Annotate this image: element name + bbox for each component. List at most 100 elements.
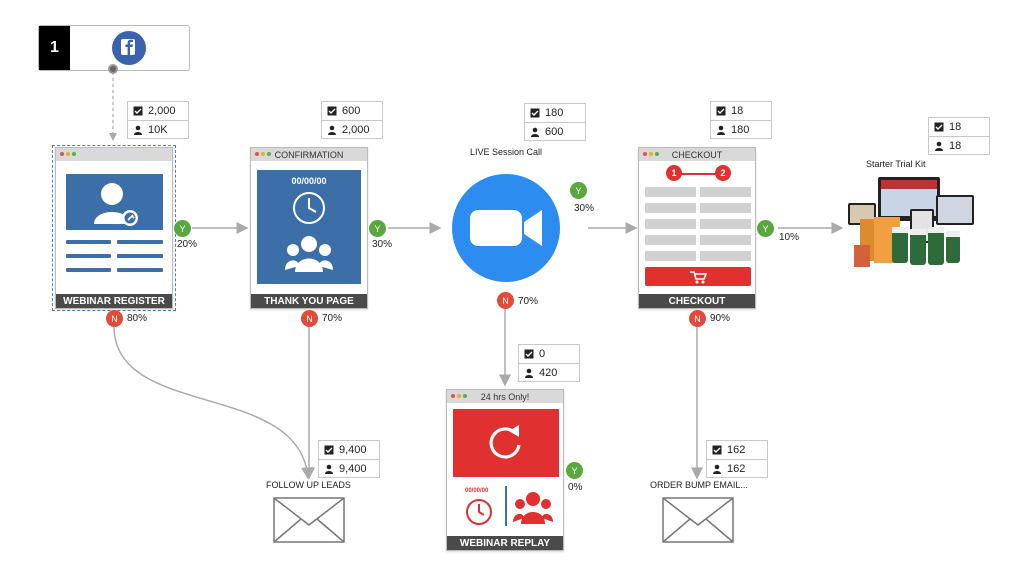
person-icon xyxy=(716,125,726,135)
window-bar: 24 hrs Only! xyxy=(447,390,563,403)
clicks-count: 2,000 xyxy=(148,105,176,117)
no-percent: 70% xyxy=(518,296,539,307)
card-title: CHECKOUT xyxy=(639,294,755,308)
video-camera-icon[interactable] xyxy=(452,174,560,282)
yes-badge[interactable]: Y xyxy=(757,220,774,237)
followup-stats: 9,400 9,400 xyxy=(318,440,380,478)
webinar-stats: 2,000 10K xyxy=(127,101,189,139)
checkout-card[interactable]: CHECKOUT 1 2 CHECKOUT xyxy=(638,147,756,309)
bar-title: CONFIRMATION xyxy=(274,149,344,160)
window-dots-icon xyxy=(255,152,271,156)
people-count: 162 xyxy=(727,462,746,475)
cart-icon xyxy=(645,267,751,286)
no-badge[interactable]: N xyxy=(301,310,318,327)
person-icon xyxy=(133,125,143,135)
clicks-count: 0 xyxy=(539,348,546,360)
product-bundle-image[interactable] xyxy=(846,175,976,273)
no-percent: 70% xyxy=(322,313,343,324)
step-number: 1 xyxy=(39,26,70,70)
email-envelope-icon[interactable] xyxy=(273,497,345,543)
no-badge[interactable]: N xyxy=(689,310,706,327)
thank-you-panel: 00/00/00 xyxy=(257,170,361,284)
person-icon xyxy=(324,464,334,474)
follow-up-label: FOLLOW UP LEADS xyxy=(266,480,351,490)
replay-stats: 0 420 xyxy=(518,344,580,382)
webinar-register-card[interactable]: WEBINAR REGISTER xyxy=(55,147,173,309)
people-count: 9,400 xyxy=(339,462,367,475)
people-count: 2,000 xyxy=(342,123,370,136)
step-1-badge: 1 xyxy=(666,165,682,181)
person-icon xyxy=(934,141,944,151)
people-count: 600 xyxy=(545,125,564,138)
group-icon xyxy=(285,236,333,272)
clicks-count: 162 xyxy=(727,444,746,456)
checkbox-icon xyxy=(530,108,540,118)
bar-title: CHECKOUT xyxy=(671,149,723,160)
source-connector-dot[interactable] xyxy=(108,64,118,74)
yes-badge[interactable]: Y xyxy=(174,220,191,237)
person-icon xyxy=(524,368,534,378)
card-title: WEBINAR REPLAY xyxy=(447,536,563,550)
webinar-replay-card[interactable]: 24 hrs Only! 00/00/00 WEBINAR REPLAY xyxy=(446,389,564,551)
no-badge[interactable]: N xyxy=(106,310,123,327)
clicks-count: 18 xyxy=(731,105,744,117)
thankyou-stats: 600 2,000 xyxy=(321,101,383,139)
checkbox-icon xyxy=(133,106,143,116)
step-line xyxy=(673,173,723,175)
group-icon xyxy=(513,492,553,524)
traffic-source-node[interactable]: 1 xyxy=(38,25,190,71)
date-label: 00/00/00 xyxy=(291,176,327,186)
checkbox-icon xyxy=(934,122,944,132)
card-title: THANK YOU PAGE xyxy=(251,294,367,308)
starter-trial-label: Starter Trial Kit xyxy=(866,159,926,169)
no-percent: 90% xyxy=(710,313,731,324)
person-icon xyxy=(530,127,540,137)
live-stats: 180 600 xyxy=(524,103,586,141)
trial-stats: 18 18 xyxy=(928,117,990,155)
yes-percent: 10% xyxy=(779,232,800,243)
card-title: WEBINAR REGISTER xyxy=(56,294,172,308)
facebook-icon xyxy=(112,31,146,65)
clock-icon xyxy=(293,192,325,224)
step-2-badge: 2 xyxy=(715,165,731,181)
window-bar xyxy=(56,148,172,161)
checkbox-icon xyxy=(716,106,726,116)
yes-percent: 0% xyxy=(568,482,583,493)
date-label: 00/00/00 xyxy=(465,488,489,494)
checkbox-icon xyxy=(712,445,722,455)
clicks-count: 9,400 xyxy=(339,444,367,456)
replay-icon xyxy=(453,409,559,477)
email-envelope-icon[interactable] xyxy=(662,497,734,543)
checkbox-icon xyxy=(324,445,334,455)
thank-you-page-card[interactable]: CONFIRMATION 00/00/00 THANK YOU PAGE xyxy=(250,147,368,309)
checkbox-icon xyxy=(327,106,337,116)
clicks-count: 600 xyxy=(342,105,361,117)
clicks-count: 18 xyxy=(949,121,962,133)
person-icon xyxy=(327,125,337,135)
yes-percent: 30% xyxy=(574,203,595,214)
yes-badge[interactable]: Y xyxy=(570,182,587,199)
people-count: 180 xyxy=(731,123,750,136)
people-count: 420 xyxy=(539,366,558,379)
yes-badge[interactable]: Y xyxy=(369,220,386,237)
window-dots-icon xyxy=(643,152,659,156)
yes-badge[interactable]: Y xyxy=(566,462,583,479)
no-percent: 80% xyxy=(127,313,148,324)
window-bar: CHECKOUT xyxy=(639,148,755,161)
user-key-icon xyxy=(66,174,163,230)
checkout-stats: 18 180 xyxy=(710,101,772,139)
no-badge[interactable]: N xyxy=(497,292,514,309)
divider xyxy=(505,486,507,526)
clicks-count: 180 xyxy=(545,107,564,119)
orderbump-stats: 162 162 xyxy=(706,440,768,478)
yes-percent: 20% xyxy=(177,239,198,250)
yes-percent: 30% xyxy=(372,239,393,250)
clock-icon xyxy=(466,499,492,525)
window-dots-icon xyxy=(60,152,76,156)
window-dots-icon xyxy=(451,394,467,398)
bar-title: 24 hrs Only! xyxy=(480,391,530,402)
live-session-label: LIVE Session Call xyxy=(470,147,543,157)
people-count: 18 xyxy=(949,139,962,152)
checkbox-icon xyxy=(524,349,534,359)
